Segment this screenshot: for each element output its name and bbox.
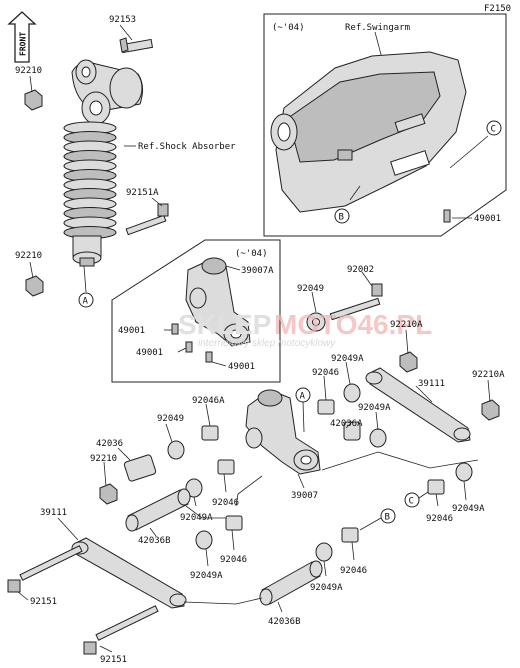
- collar-92049a-6: [315, 542, 333, 562]
- part-92046-3: 92046: [220, 555, 247, 565]
- diagram-code: F2150: [484, 4, 511, 14]
- part-92049a-4: 92049A: [190, 571, 223, 581]
- collar-92049a-4: [195, 530, 213, 550]
- assembly-guide-lines: [183, 451, 479, 605]
- part-49001-right: 49001: [228, 362, 255, 372]
- part-49001-left1: 49001: [118, 326, 145, 336]
- part-92210-mid: 92210: [15, 251, 42, 261]
- part-42036b-2: 42036B: [268, 617, 301, 627]
- rocker-variant: (~'04): [235, 249, 268, 259]
- front-arrow-icon: FRONT: [7, 11, 37, 63]
- part-42036b-1: 42036B: [138, 536, 171, 546]
- bolt-92151-1: [7, 545, 83, 593]
- part-92049-mid: 92049: [157, 414, 184, 424]
- part-92153: 92153: [109, 15, 136, 25]
- part-92046a: 92046A: [192, 396, 225, 406]
- nut-92210-low: [99, 483, 118, 505]
- rocker-arm-39007: [245, 389, 321, 475]
- collar-92049a-5: [455, 462, 473, 482]
- callout-a-mid: A: [300, 392, 306, 402]
- part-39111-left: 39111: [40, 508, 67, 518]
- part-92049a-3: 92049A: [180, 513, 213, 523]
- ref-shock-absorber: Ref.Shock Absorber: [138, 142, 236, 152]
- nut-92210-mid: [25, 275, 44, 297]
- collar-92049a-1: [343, 383, 361, 403]
- swingarm-variant: (~'04): [272, 23, 305, 33]
- part-92151-2: 92151: [100, 655, 127, 664]
- part-92046-4: 92046: [426, 514, 453, 524]
- tie-rod-39111-right: [365, 367, 471, 443]
- part-92210a-2: 92210A: [472, 370, 505, 380]
- nut-92210-top: [24, 89, 43, 111]
- sleeve-42036: [123, 454, 157, 482]
- callout-b-low: B: [385, 513, 390, 523]
- shock-absorber: [63, 24, 154, 267]
- callout-c-low: C: [409, 497, 414, 507]
- part-39111-right: 39111: [418, 379, 445, 389]
- bearing-92046-3: [225, 515, 243, 531]
- bearing-92046-1: [317, 399, 335, 415]
- part-92151-1: 92151: [30, 597, 57, 607]
- nut-92210a-1: [399, 351, 418, 373]
- rocker-inset: (~'04): [111, 239, 281, 383]
- watermark: SKLEP MOTO46.PL internetowy sklep motocy…: [178, 309, 432, 349]
- part-49001-swingarm: 49001: [474, 214, 501, 224]
- part-39007a: 39007A: [241, 266, 274, 276]
- collar-92049-mid: [167, 440, 185, 460]
- part-92049a-5: 92049A: [452, 504, 485, 514]
- bearing-92046-2: [217, 459, 235, 475]
- callout-b-box: B: [339, 213, 344, 223]
- tie-rod-39111-left: [71, 537, 187, 609]
- bearing-92046-5: [341, 527, 359, 543]
- part-92210-top: 92210: [15, 66, 42, 76]
- part-42036: 42036: [96, 439, 123, 449]
- part-39007: 39007: [291, 491, 318, 501]
- bolt-92002: [329, 283, 383, 321]
- ref-swingarm: Ref.Swingarm: [345, 23, 410, 33]
- part-92046-1: 92046: [312, 368, 339, 378]
- part-92046-2: 92046: [212, 498, 239, 508]
- bolt-92151a: [125, 203, 169, 236]
- part-92002: 92002: [347, 265, 374, 275]
- part-92046-5: 92046: [340, 566, 367, 576]
- part-92151a: 92151A: [126, 188, 159, 198]
- swingarm-box: [263, 13, 507, 237]
- svg-text:internetowy sklep motocyklowy: internetowy sklep motocyklowy: [198, 338, 336, 349]
- collar-92049a-2: [369, 428, 387, 448]
- part-92049a-2: 92049A: [358, 403, 391, 413]
- sleeve-42036b-1: [125, 488, 191, 532]
- svg-text:SKLEP: SKLEP: [178, 309, 271, 340]
- part-92049a-1: 92049A: [331, 354, 364, 364]
- bearing-92046a: [201, 425, 219, 441]
- nut-92210a-2: [481, 399, 500, 421]
- swingarm-inset: (~'04) Ref.Swingarm C B: [263, 13, 507, 237]
- part-92049-top: 92049: [297, 284, 324, 294]
- sleeve-42036b-2: [259, 560, 323, 606]
- bolt-92151-2: [83, 605, 159, 655]
- front-label: FRONT: [19, 32, 28, 56]
- part-92210-low: 92210: [90, 454, 117, 464]
- part-42036a: 42036A: [330, 419, 363, 429]
- callout-c-top: C: [491, 125, 496, 135]
- bearing-92046-4: [427, 479, 445, 495]
- svg-text:MOTO46.PL: MOTO46.PL: [274, 309, 432, 340]
- part-92049a-6: 92049A: [310, 583, 343, 593]
- part-92210a-1: 92210A: [390, 320, 423, 330]
- callout-a-left: A: [83, 297, 89, 307]
- part-49001-left2: 49001: [136, 348, 163, 358]
